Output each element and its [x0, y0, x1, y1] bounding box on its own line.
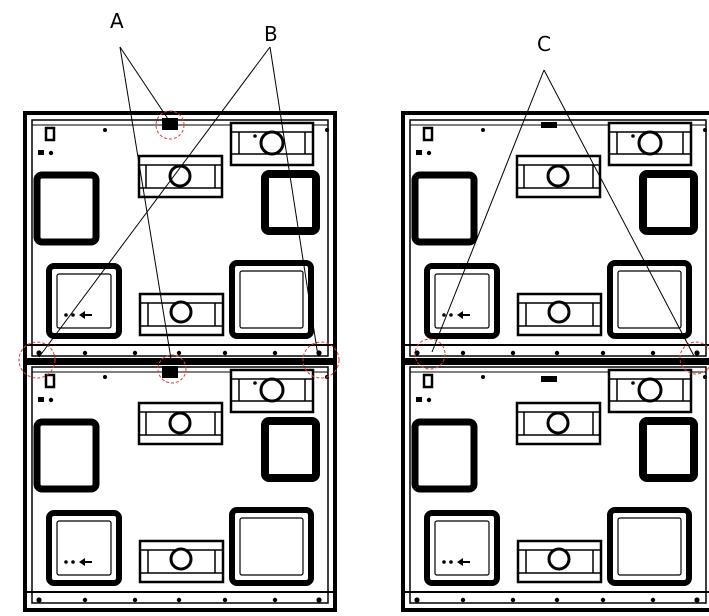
callout-label-c: C — [537, 32, 551, 56]
callout-label-a: A — [110, 9, 124, 33]
leader-lines — [38, 46, 695, 366]
highlight-circle-a-top — [155, 110, 185, 140]
highlight-circle-a-bottom — [157, 354, 187, 384]
panel-left-top — [25, 113, 335, 363]
latch-tab — [162, 118, 178, 130]
panel-left-bottom — [25, 360, 335, 610]
highlight-circle-b-left — [18, 341, 56, 379]
callout-label-b: B — [264, 22, 278, 46]
latch-tab — [162, 366, 178, 378]
latch-slot — [541, 122, 557, 128]
highlight-circle-c-left — [414, 338, 446, 370]
latch-slot — [541, 376, 557, 382]
panel-right-top — [403, 113, 709, 363]
highlight-circles — [18, 110, 709, 384]
highlight-circle-b-right — [302, 341, 340, 379]
panel-right-bottom — [403, 360, 709, 610]
